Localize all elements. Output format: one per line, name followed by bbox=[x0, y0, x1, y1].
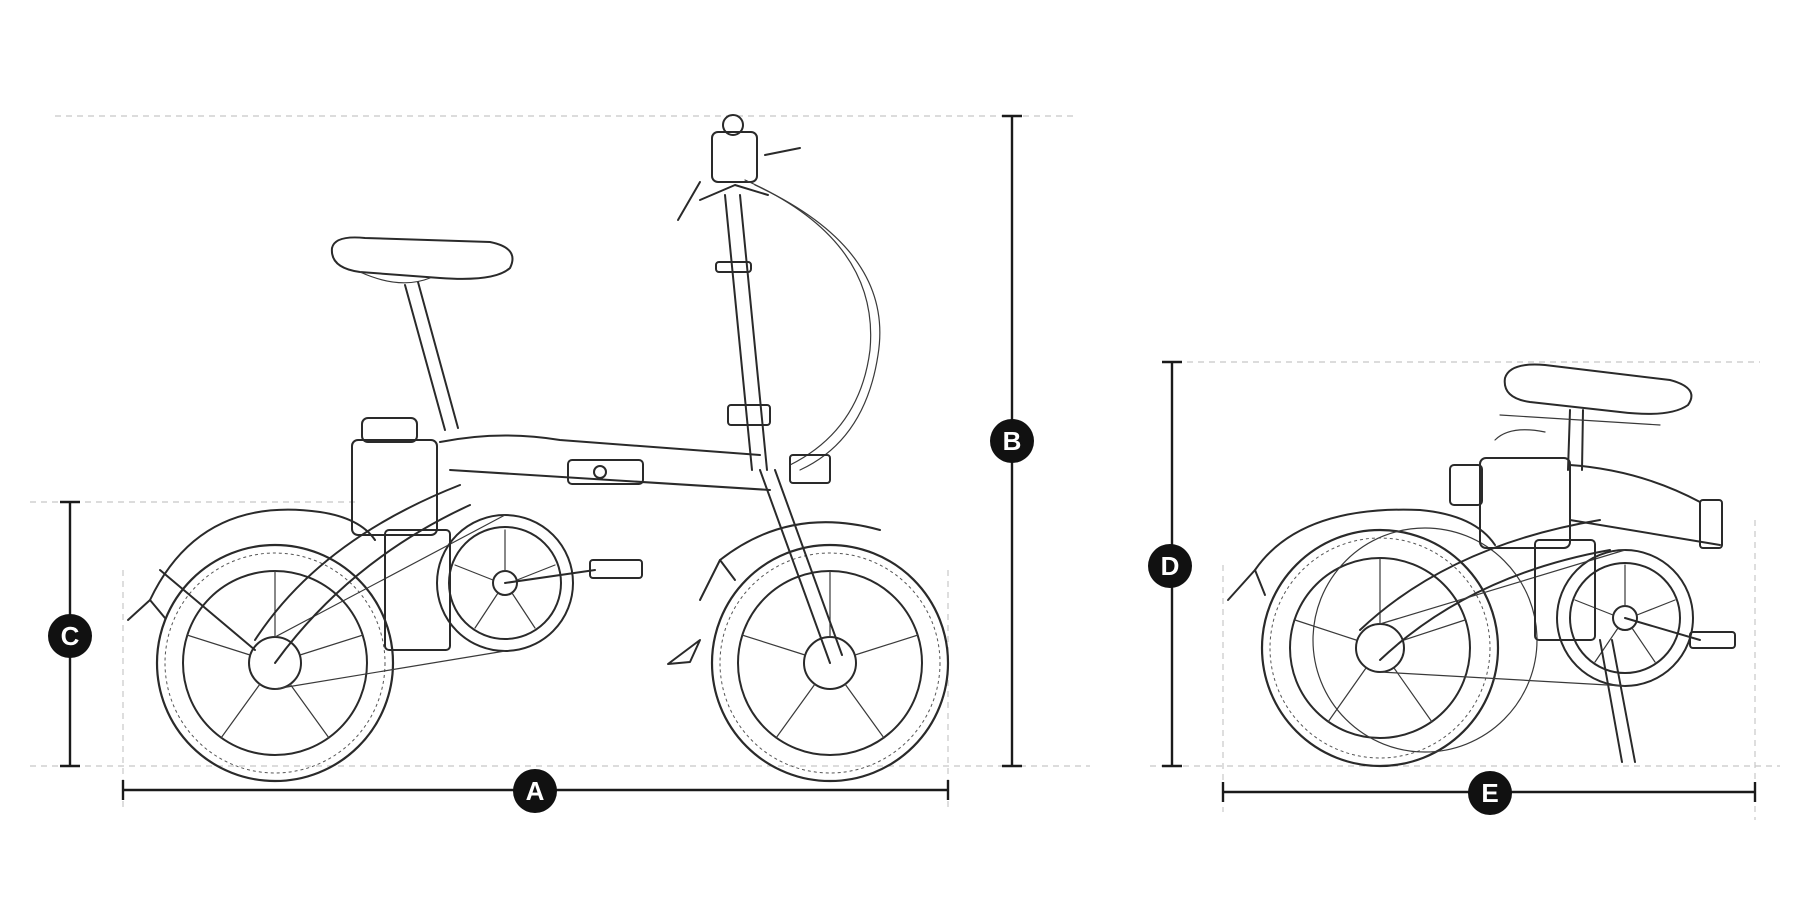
badge-a-label: A bbox=[526, 776, 545, 806]
badge-c: C bbox=[48, 614, 92, 658]
badge-e: E bbox=[1468, 771, 1512, 815]
badge-a: A bbox=[513, 769, 557, 813]
badge-d: D bbox=[1148, 544, 1192, 588]
badge-d-label: D bbox=[1161, 551, 1180, 581]
badge-e-label: E bbox=[1481, 778, 1498, 808]
badge-b: B bbox=[990, 419, 1034, 463]
badge-b-label: B bbox=[1003, 426, 1022, 456]
guide-lines bbox=[30, 115, 1780, 820]
folded-ebike-sketch-icon bbox=[1227, 363, 1736, 768]
badge-c-label: C bbox=[61, 621, 80, 651]
unfolded-ebike-sketch-icon bbox=[127, 114, 950, 783]
